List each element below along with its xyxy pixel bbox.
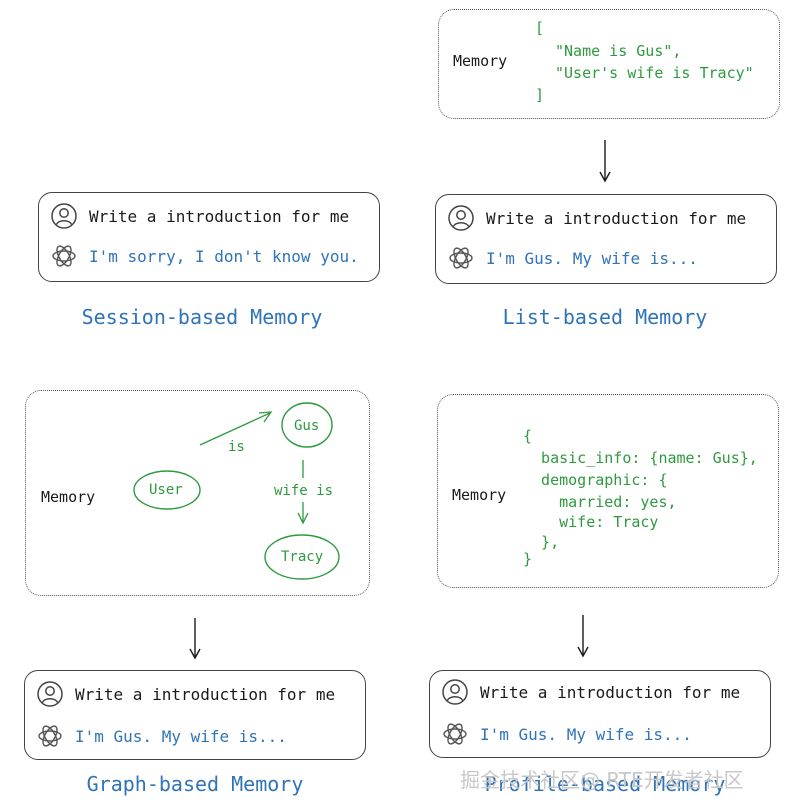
graph-memory-label: Memory	[41, 488, 96, 506]
graph-edge-is-label: is	[228, 439, 245, 455]
caption-graph: Graph-based Memory	[86, 772, 304, 796]
assistant-reply-text: I'm Gus. My wife is...	[480, 724, 692, 744]
arrow-profile	[577, 615, 589, 658]
profile-line: wife: Tracy	[523, 513, 659, 531]
user-prompt-row: Write a introduction for me	[37, 681, 335, 707]
profile-memory-box	[437, 394, 779, 588]
profile-line: basic_info: {name: Gus},	[523, 449, 758, 467]
user-avatar-icon	[37, 681, 63, 707]
list-memory-item: "Name is Gus",	[555, 42, 682, 60]
assistant-reply-row: I'm Gus. My wife is...	[37, 723, 287, 749]
session-chat-box: Write a introduction for me I'm sorry, I…	[38, 192, 380, 282]
chatgpt-logo-icon	[449, 247, 473, 269]
chatgpt-logo-icon	[443, 723, 467, 745]
user-prompt-row: Write a introduction for me	[51, 203, 349, 229]
assistant-reply-text: I'm Gus. My wife is...	[75, 726, 287, 746]
graph-chat-box: Write a introduction for me I'm Gus. My …	[24, 670, 366, 760]
graph-edge-is	[199, 411, 273, 446]
chatgpt-logo-icon	[38, 725, 62, 747]
graph-node-tracy	[264, 534, 340, 580]
assistant-reply-row: I'm Gus. My wife is...	[442, 721, 692, 747]
assistant-reply-row: I'm sorry, I don't know you.	[51, 243, 359, 269]
list-memory-item: "User's wife is Tracy"	[555, 64, 754, 82]
assistant-reply-text: I'm sorry, I don't know you.	[89, 246, 359, 266]
list-memory-label: Memory	[453, 52, 508, 70]
list-memory-close: ]	[535, 86, 545, 104]
profile-line: married: yes,	[523, 493, 677, 511]
profile-line: demographic: {	[523, 471, 668, 489]
chatgpt-logo-icon	[52, 245, 76, 267]
user-prompt-row: Write a introduction for me	[442, 679, 740, 705]
graph-node-tracy-label: Tracy	[281, 549, 324, 565]
graph-node-gus	[281, 402, 333, 448]
graph-memory-box	[25, 390, 370, 596]
assistant-reply-text: I'm Gus. My wife is...	[486, 248, 698, 268]
profile-memory-label: Memory	[452, 486, 507, 504]
user-avatar-icon	[51, 203, 77, 229]
user-prompt-text: Write a introduction for me	[89, 206, 350, 226]
profile-line: },	[523, 533, 560, 551]
caption-session: Session-based Memory	[81, 305, 323, 329]
caption-list: List-based Memory	[502, 305, 708, 329]
user-avatar-icon	[442, 679, 468, 705]
user-avatar-icon	[448, 205, 474, 231]
watermark: 掘金技术社区@ RTE开发者社区	[460, 768, 744, 792]
user-prompt-text: Write a introduction for me	[480, 682, 741, 702]
profile-line: {	[523, 427, 533, 445]
user-prompt-text: Write a introduction for me	[75, 684, 336, 704]
profile-chat-box: Write a introduction for me I'm Gus. My …	[429, 670, 771, 758]
user-prompt-row: Write a introduction for me	[448, 205, 746, 231]
user-prompt-text: Write a introduction for me	[486, 208, 747, 228]
graph-edge-wife-is-label: wife is	[274, 483, 334, 499]
arrow-list	[599, 140, 611, 183]
profile-line: }	[523, 550, 533, 568]
list-memory-box	[438, 9, 780, 119]
assistant-reply-row: I'm Gus. My wife is...	[448, 245, 698, 271]
arrow-graph	[189, 618, 201, 660]
graph-edge-wife-is	[297, 460, 309, 525]
graph-node-gus-label: Gus	[294, 418, 320, 434]
list-chat-box: Write a introduction for me I'm Gus. My …	[435, 194, 777, 284]
list-memory-open: [	[535, 19, 545, 37]
graph-node-user-label: User	[149, 482, 183, 498]
caption-profile: Profile-based Memory	[484, 772, 726, 796]
graph-node-user	[133, 470, 201, 510]
